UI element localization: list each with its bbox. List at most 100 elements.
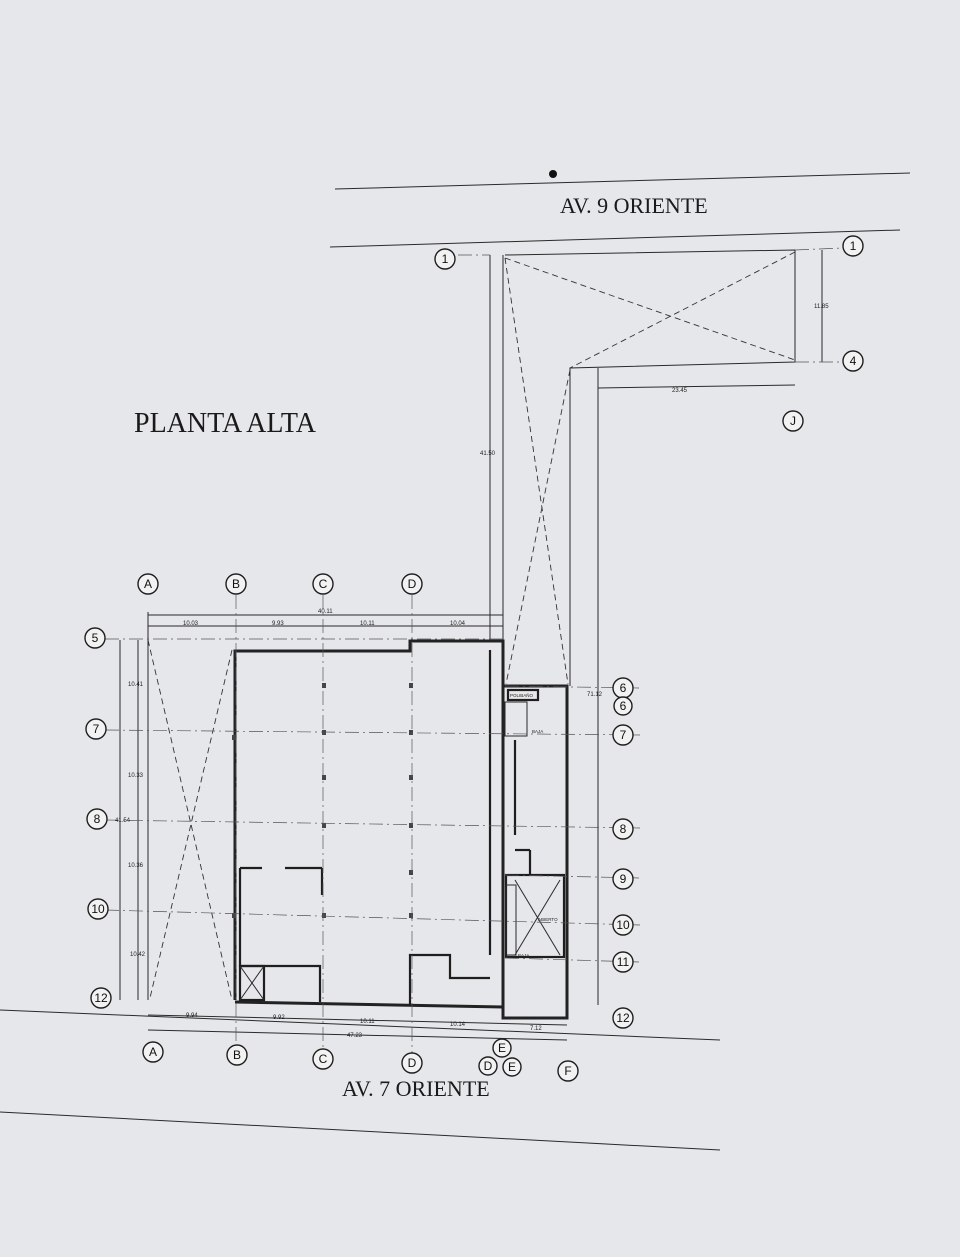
axis-line-11 [504, 957, 641, 963]
grid-bubble-11-right: 11 [612, 951, 634, 973]
annex-width-dim-line [597, 384, 796, 389]
stair-down-label: BAJA [532, 729, 543, 734]
svg-text:6: 6 [620, 699, 627, 713]
south-street-line-inner [0, 1009, 721, 1041]
grid-bubbles-right: 6 6 7 8 9 10 11 12 [612, 677, 634, 1029]
corridor-void-diag-1 [504, 257, 569, 685]
dim-top-bay-2: 9.93 [272, 621, 284, 627]
svg-text:11: 11 [617, 955, 630, 969]
grid-bubble-8-right: 8 [612, 818, 634, 840]
grid-bubble-5: 5 [84, 627, 106, 649]
column [322, 775, 326, 780]
grid-bubble-8-left: 8 [86, 808, 108, 830]
grid-bubble-b-bottom: B [226, 1044, 248, 1066]
corridor-annex-outline [504, 249, 796, 686]
dim-annex-depth: 11.85 [814, 304, 829, 310]
svg-text:B: B [232, 577, 240, 591]
svg-text:E: E [508, 1060, 516, 1074]
column [322, 823, 326, 828]
svg-text:J: J [790, 414, 796, 428]
west-void [147, 612, 233, 1001]
dimension-labels: 40.11 10.03 9.93 10.11 10.04 9.94 9.92 1… [115, 304, 829, 1039]
dim-top-bay-4: 10.04 [450, 621, 466, 627]
plan-title: PLANTA ALTA [134, 408, 317, 439]
column [409, 823, 413, 828]
grid-bubble-9-right: 9 [612, 868, 634, 890]
west-void-diag-1 [147, 639, 233, 1001]
dim-top-total: 40.11 [318, 609, 333, 615]
grid-bubble-12-left: 12 [90, 987, 112, 1009]
axis-line-6 [504, 685, 641, 689]
dim-bottom-bay-1: 9.94 [186, 1013, 198, 1019]
grid-bubble-d-top: D [401, 573, 423, 595]
grid-bubble-6a-right: 6 [612, 677, 634, 699]
column [322, 683, 326, 688]
svg-text:8: 8 [94, 812, 101, 826]
grid-bubble-12-right: 12 [612, 1007, 634, 1029]
dim-left-bay-1: 10.41 [128, 682, 144, 688]
grid-bubbles-top: A B C D [137, 573, 423, 595]
dim-bottom-bay-5: 7.12 [530, 1026, 542, 1032]
stair-down-2-label: BAJA [518, 953, 529, 958]
svg-text:12: 12 [94, 991, 108, 1005]
svg-text:7: 7 [93, 722, 100, 736]
grid-bubble-e2-bottom: E [502, 1057, 522, 1077]
north-arrow-dot [549, 170, 557, 178]
corridor-void-diag-2 [505, 369, 571, 685]
svg-text:12: 12 [616, 1011, 630, 1025]
column [409, 913, 413, 918]
grid-bubble-a-bottom: A [142, 1041, 164, 1063]
interior-room-east [408, 953, 490, 1005]
dim-bottom-bay-3: 10.11 [360, 1019, 375, 1025]
main-outer-wall [233, 639, 505, 1005]
svg-text:7: 7 [620, 728, 627, 742]
grid-bubbles-bottom: A B C D D E E F [142, 1038, 579, 1082]
stair-west [238, 964, 266, 1002]
dim-left-bay-3: 10.36 [128, 863, 144, 869]
north-street-line-outer [334, 172, 911, 190]
column [409, 775, 413, 780]
grid-bubble-10-left: 10 [87, 898, 109, 920]
bottom-bays-dim-line [147, 1014, 568, 1026]
grid-bubble-c-bottom: C [312, 1048, 334, 1070]
dimension-lines [119, 250, 823, 1041]
svg-text:D: D [484, 1059, 493, 1073]
svg-text:1: 1 [442, 252, 449, 266]
shaft-label: ABIERTO [538, 917, 558, 922]
shaft-diag-2 [514, 879, 561, 956]
dim-annex-width: 23.45 [672, 388, 688, 394]
dim-bottom-bay-2: 9.92 [273, 1015, 285, 1021]
dim-left-bay-2: 10.33 [128, 773, 144, 779]
column [322, 730, 326, 735]
column [409, 683, 413, 688]
svg-text:4: 4 [850, 354, 857, 368]
south-street-line-outer [0, 1111, 721, 1151]
svg-text:A: A [144, 577, 152, 591]
main-south-wall [234, 1000, 504, 1009]
annex-void-diag-2 [569, 251, 796, 369]
street-lines [0, 170, 911, 1151]
svg-text:A: A [149, 1045, 157, 1059]
column-grid [232, 683, 413, 918]
svg-text:10: 10 [616, 918, 630, 932]
svg-text:8: 8 [620, 822, 627, 836]
dim-top-bay-1: 10.03 [183, 621, 199, 627]
street-south-label: AV. 7 ORIENTE [342, 1076, 490, 1101]
dim-right-total: 71.12 [587, 692, 603, 698]
svg-text:D: D [408, 577, 417, 591]
dim-corridor-length: 41.50 [480, 451, 496, 457]
axis-line-10 [104, 909, 641, 926]
svg-text:B: B [233, 1048, 241, 1062]
grid-axis-lines [104, 247, 843, 1060]
stair-west-diag-2 [239, 965, 265, 1001]
svg-text:10: 10 [91, 902, 105, 916]
dim-bottom-bay-4: 10.14 [450, 1022, 466, 1028]
grid-bubble-a-top: A [137, 573, 159, 595]
bottom-total-dim-line [147, 1029, 568, 1041]
dim-left-bay-4: 10.42 [130, 952, 146, 958]
column [409, 870, 413, 875]
column [232, 735, 236, 740]
street-north-label: AV. 9 ORIENTE [560, 193, 708, 218]
column [322, 913, 326, 918]
room-plumbing [506, 688, 540, 702]
